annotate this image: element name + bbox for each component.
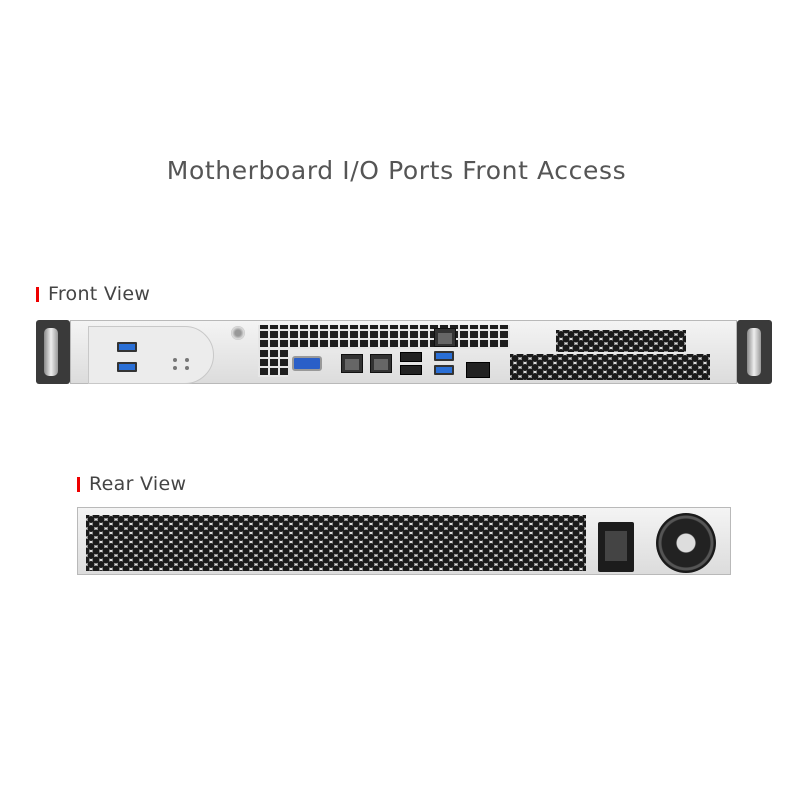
hex-vent — [86, 515, 586, 571]
screw-icon — [231, 326, 245, 340]
ethernet-port — [341, 354, 363, 373]
displayport — [466, 362, 490, 378]
power-socket — [605, 531, 627, 561]
square-vent — [258, 349, 288, 377]
front-io-bezel — [88, 326, 214, 384]
led-icon — [173, 366, 177, 370]
accent-bar — [36, 286, 39, 302]
led-icon — [185, 366, 189, 370]
led-icon — [173, 358, 177, 362]
usb-port — [117, 342, 137, 352]
hex-vent — [510, 354, 710, 380]
vga-port — [292, 356, 322, 371]
right-rack-handle — [737, 320, 772, 384]
accent-bar — [77, 476, 80, 492]
front-chassis-image — [36, 318, 773, 386]
ethernet-port — [370, 354, 392, 373]
usb-port — [400, 352, 422, 362]
rear-view-heading: Rear View — [77, 473, 186, 495]
page-title: Motherboard I/O Ports Front Access — [166, 156, 627, 185]
rear-chassis-image — [77, 507, 731, 575]
usb-port — [117, 362, 137, 372]
power-inlet — [598, 522, 634, 572]
ethernet-port — [434, 328, 456, 347]
usb-port — [434, 351, 454, 361]
fan-icon — [656, 513, 716, 573]
hex-vent — [556, 330, 686, 352]
front-view-heading: Front View — [36, 283, 150, 305]
front-view-label: Front View — [48, 283, 151, 305]
rear-view-label: Rear View — [89, 473, 187, 495]
led-icon — [185, 358, 189, 362]
usb-port — [400, 365, 422, 375]
left-rack-handle — [36, 320, 70, 384]
square-vent — [258, 325, 510, 349]
usb-port — [434, 365, 454, 375]
